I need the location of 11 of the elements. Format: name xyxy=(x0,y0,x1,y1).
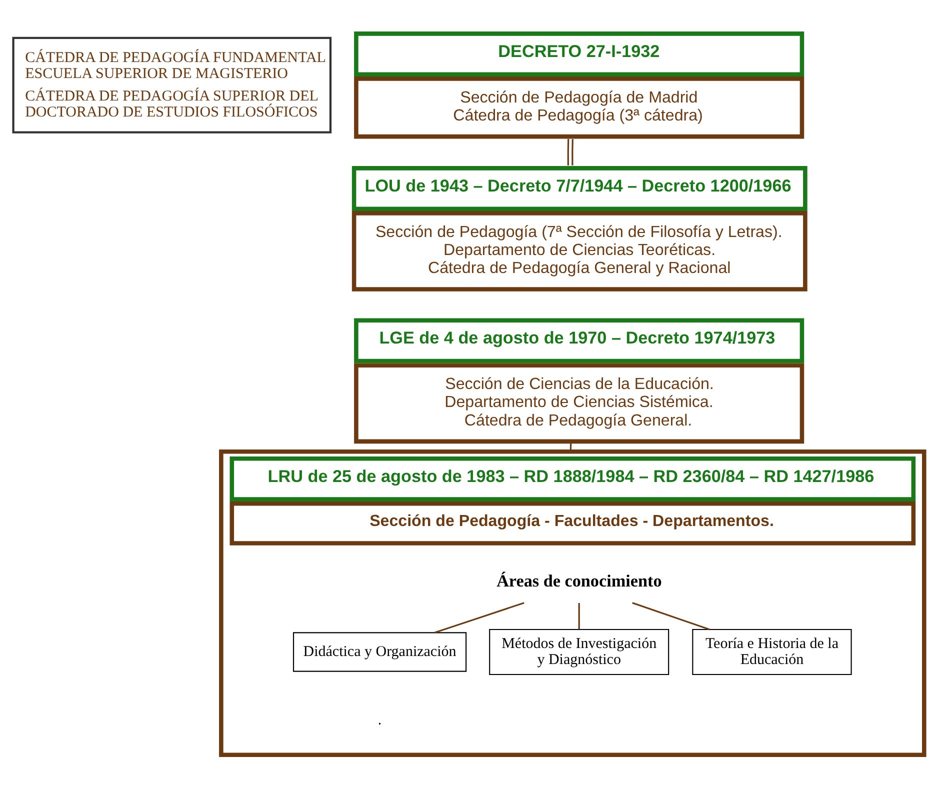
connector xyxy=(434,602,524,634)
connector xyxy=(632,602,710,630)
node-text: Áreas de conocimiento xyxy=(496,571,662,590)
connector xyxy=(566,138,573,166)
node-box: Métodos de Investigación y Diagnóstico xyxy=(488,628,669,676)
node-box: Didáctica y Organización xyxy=(292,632,466,672)
node-box: CÁTEDRA DE PEDAGOGÍA FUNDAMENTAL ESCUELA SUPERIOR DE MAGISTERIO CÁTEDRA DE PEDAGOGÍA SUPERIOR DEL DOCTORADO DE ESTUDIOS FILOSÓFICOS xyxy=(12,36,332,134)
connector xyxy=(578,603,580,630)
connector xyxy=(569,443,572,452)
label: . xyxy=(377,712,382,729)
node-box: Teoría e Historia de la Educación xyxy=(692,628,852,676)
